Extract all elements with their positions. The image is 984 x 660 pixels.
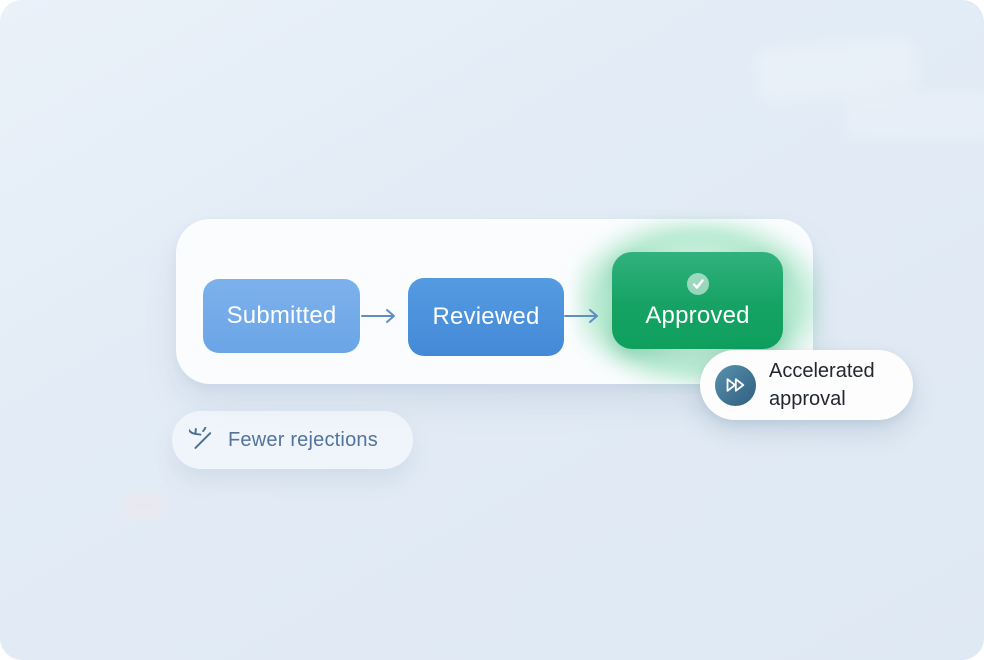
accelerated-approval-label: Accelerated approval bbox=[769, 357, 875, 413]
stage-approved-label: Approved bbox=[645, 302, 750, 329]
stage-reviewed-label: Reviewed bbox=[432, 303, 540, 330]
check-icon bbox=[686, 273, 709, 295]
accelerated-approval-badge: Accelerated approval bbox=[700, 350, 913, 420]
fewer-rejections-badge: Fewer rejections bbox=[172, 411, 413, 469]
accelerated-label-line1: Accelerated bbox=[769, 360, 875, 382]
accelerated-label-line2: approval bbox=[769, 388, 846, 410]
stage-submitted-label: Submitted bbox=[226, 302, 337, 329]
fast-forward-icon bbox=[715, 364, 756, 406]
arrow-right-icon bbox=[361, 309, 395, 323]
background-decor-shape bbox=[756, 37, 918, 103]
no-repeat-icon bbox=[189, 426, 212, 449]
fewer-rejections-label: Fewer rejections bbox=[228, 428, 378, 451]
background-decor-shape bbox=[124, 494, 164, 518]
arrow-right-icon bbox=[564, 309, 598, 323]
background-decor-shape bbox=[846, 92, 984, 138]
stage-reviewed: Reviewed bbox=[408, 278, 564, 356]
stage-submitted: Submitted bbox=[203, 279, 360, 353]
stage-approved: Approved bbox=[612, 252, 783, 349]
